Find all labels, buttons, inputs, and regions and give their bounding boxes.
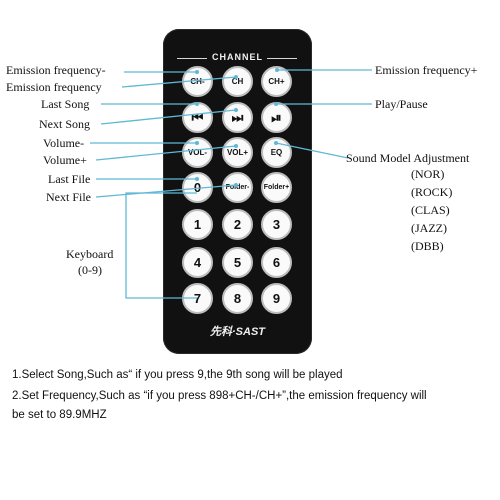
label-keyboard-range: (0-9) <box>78 263 102 277</box>
key-4-button[interactable]: 4 <box>182 247 213 278</box>
note-set-frequency-cont: be set to 89.9MHZ <box>12 409 107 421</box>
pointer-volume-plus <box>95 145 237 161</box>
note-set-frequency: 2.Set Frequency,Such as “if you press 89… <box>12 390 427 402</box>
label-last-song: Last Song <box>41 97 90 111</box>
label-emission-frequency-plus: Emission frequency+ <box>375 63 478 77</box>
label-mode-nor: (NOR) <box>411 167 445 181</box>
key-2-button[interactable]: 2 <box>222 209 253 240</box>
ch-button[interactable]: CH <box>222 66 253 97</box>
label-volume-plus: Volume+ <box>43 153 87 167</box>
key-3-button[interactable]: 3 <box>261 209 292 240</box>
label-next-song: Next Song <box>39 117 90 131</box>
pointer-next-file <box>95 184 237 198</box>
volume-up-button[interactable]: VOL+ <box>222 137 253 168</box>
label-mode-rock: (ROCK) <box>411 185 453 199</box>
remote-control: CHANNEL CH- CH CH+ ⏮ ⏭ ⏯ VOL- VOL+ EQ 0 … <box>163 29 312 354</box>
label-next-file: Next File <box>46 190 91 204</box>
channel-header: CHANNEL <box>212 52 263 62</box>
key-8-button[interactable]: 8 <box>222 283 253 314</box>
folder-minus-button[interactable]: Folder- <box>222 172 253 203</box>
key-1-button[interactable]: 1 <box>182 209 213 240</box>
key-6-button[interactable]: 6 <box>261 247 292 278</box>
label-play-pause: Play/Pause <box>375 97 428 111</box>
pointer-eq <box>275 142 349 159</box>
label-keyboard: Keyboard <box>66 247 114 261</box>
pointer-keyboard-bracket <box>125 192 197 299</box>
label-emission-frequency: Emission frequency <box>6 80 102 94</box>
label-sound-model: Sound Model Adjustment <box>346 151 470 165</box>
label-emission-frequency-minus: Emission frequency- <box>6 63 106 77</box>
channel-divider-right <box>267 58 297 59</box>
channel-divider-left <box>177 58 207 59</box>
label-mode-jazz: (JAZZ) <box>411 221 447 235</box>
label-mode-dbb: (DBB) <box>411 239 444 253</box>
key-9-button[interactable]: 9 <box>261 283 292 314</box>
pointer-emission <box>121 76 237 88</box>
label-last-file: Last File <box>48 172 91 186</box>
brand-logo: 先科·SAST <box>210 326 265 338</box>
pointer-next-song <box>100 109 237 125</box>
folder-plus-button[interactable]: Folder+ <box>261 172 292 203</box>
next-song-button[interactable]: ⏭ <box>222 102 253 133</box>
note-select-song: 1.Select Song,Such as“ if you press 9,th… <box>12 369 343 381</box>
label-mode-clas: (CLAS) <box>411 203 450 217</box>
key-5-button[interactable]: 5 <box>222 247 253 278</box>
label-volume-minus: Volume- <box>43 136 85 150</box>
eq-button[interactable]: EQ <box>261 137 292 168</box>
